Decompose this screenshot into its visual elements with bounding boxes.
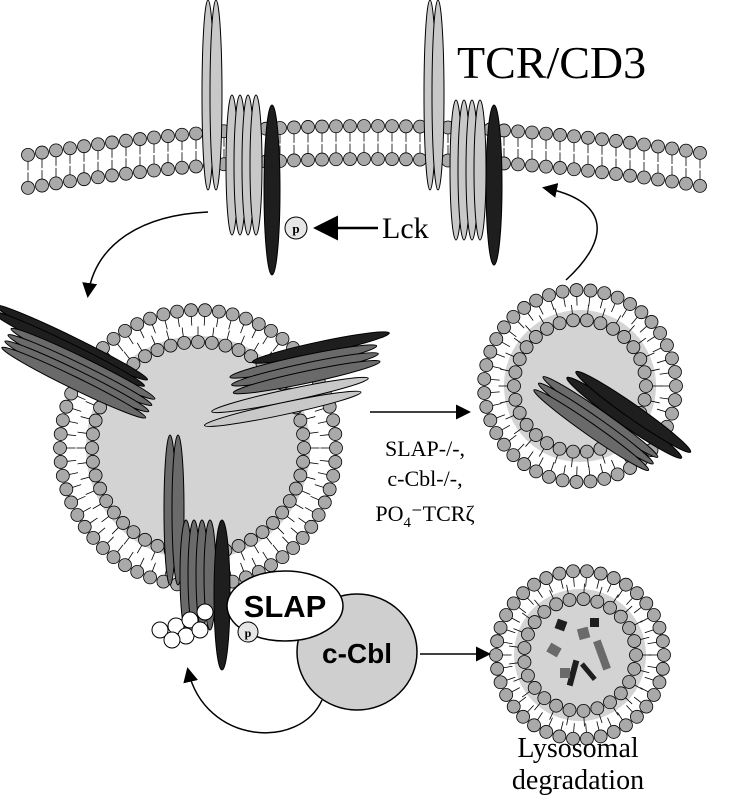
recycling-arrow [542, 183, 598, 281]
tcr-bundle-recycling [533, 370, 692, 472]
condition-line-3: PO4⁻TCRζ [375, 501, 474, 531]
tcr-cd3-label: TCR/CD3 [457, 37, 646, 88]
condition-line-2: c-Cbl-/-, [387, 466, 462, 491]
tcr-bundle-upper-left [0, 304, 156, 419]
tcr-bundle-bottom [163, 434, 231, 671]
phospho-group-endosome [237, 621, 259, 643]
slap-protein [226, 570, 344, 642]
tcr-complex-left [201, 0, 281, 276]
condition-line-1: SLAP-/-, [385, 436, 465, 461]
tcr-bundle-right [203, 331, 390, 427]
phospho-label-membrane: p [292, 221, 299, 236]
c-cbl-label: c-Cbl [322, 638, 392, 669]
phospho-group-membrane [284, 216, 308, 240]
plasma-membrane [21, 119, 707, 195]
degraded-fragments [546, 618, 611, 687]
internalization-arrow [82, 211, 209, 298]
slap-label: SLAP [244, 589, 327, 624]
lysosomal-label-line-1: Lysosomal [517, 733, 639, 764]
phospho-label-endosome: p [245, 626, 252, 640]
ubiquitination-arrow [183, 667, 323, 734]
ubiquitin-chain [151, 603, 214, 649]
lck-label: Lck [382, 212, 429, 245]
lysosomal-label-line-2: degradation [512, 765, 644, 796]
lysosome [489, 564, 671, 746]
tcr-complex-right [423, 0, 503, 266]
